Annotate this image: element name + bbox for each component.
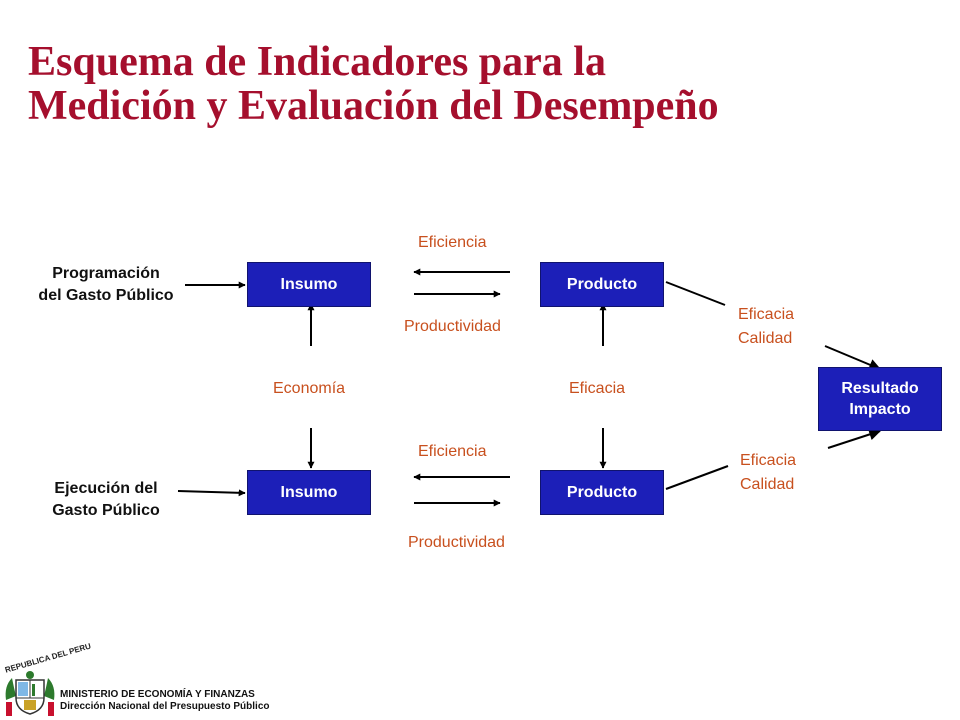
ejecucion-line-1: Ejecución del [54, 480, 158, 497]
programacion-line-2: del Gasto Público [38, 287, 174, 304]
calidad-lower-label: Calidad [740, 476, 795, 493]
eficiencia-bottom-label: Eficiencia [418, 443, 487, 460]
resultado-label: Resultado [841, 380, 919, 397]
connector-bottom-producto [665, 465, 729, 490]
footer-ministry: MINISTERIO DE ECONOMÍA Y FINANZAS [60, 689, 255, 700]
eficacia-middle-label: Eficacia [569, 380, 626, 397]
eficiencia-top-label: Eficiencia [418, 234, 487, 251]
page-title: Esquema de Indicadores para la Medición … [28, 40, 719, 128]
economia-label: Economía [273, 380, 346, 397]
producto-top-label: Producto [566, 276, 638, 293]
arrow-ejecucion-to-insumo [177, 489, 246, 497]
insumo-bottom-box: Insumo [247, 470, 371, 515]
programacion-line-1: Programación [52, 265, 160, 282]
title-line-1: Esquema de Indicadores para la [28, 39, 606, 85]
ejecucion-label: Ejecución del Gasto Público [25, 478, 187, 522]
producto-bottom-box: Producto [540, 470, 664, 515]
footer-direction: Dirección Nacional del Presupuesto Públi… [60, 701, 270, 712]
coat-of-arms-icon [5, 671, 55, 716]
title-line-2: Medición y Evaluación del Desempeño [28, 83, 719, 129]
calidad-upper-label: Calidad [738, 330, 793, 347]
connector-top-producto [665, 281, 726, 306]
productividad-bottom-label: Productividad [408, 534, 505, 551]
impacto-label: Impacto [849, 401, 911, 418]
productividad-top-label: Productividad [404, 318, 501, 335]
insumo-top-box: Insumo [247, 262, 371, 307]
producto-bottom-label: Producto [566, 484, 638, 501]
arrow-top-to-resultado [824, 345, 882, 371]
programacion-label: Programación del Gasto Público [25, 263, 187, 307]
insumo-top-label: Insumo [280, 276, 338, 293]
ejecucion-line-2: Gasto Público [52, 502, 160, 519]
arrow-bottom-to-resultado [827, 428, 882, 449]
eficacia-upper-label: Eficacia [738, 306, 795, 323]
eficacia-lower-label: Eficacia [740, 452, 797, 469]
producto-top-box: Producto [540, 262, 664, 307]
footer: MINISTERIO DE ECONOMÍA Y FINANZAS Direcc… [60, 689, 270, 713]
insumo-bottom-label: Insumo [280, 484, 338, 501]
resultado-box: Resultado Impacto [818, 367, 942, 431]
